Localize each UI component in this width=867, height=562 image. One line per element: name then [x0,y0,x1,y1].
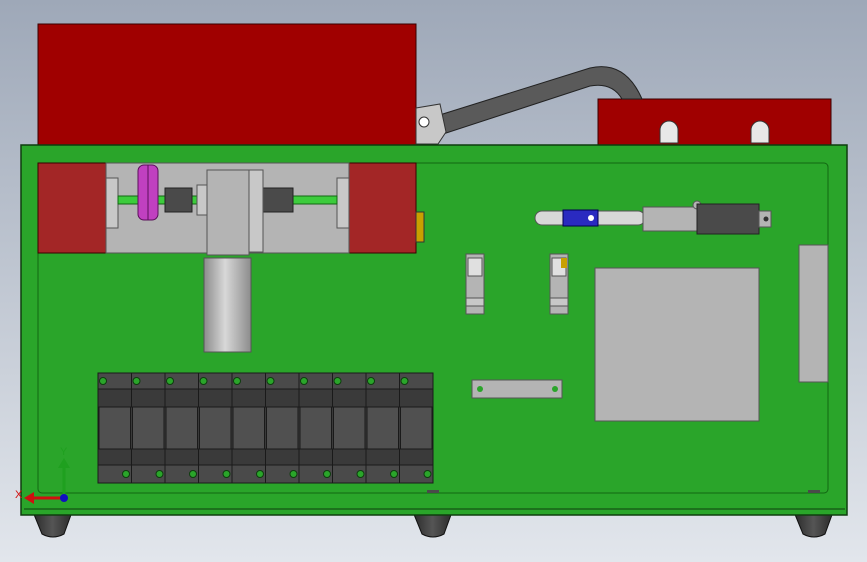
foot-middle [412,511,453,538]
terminal-module [399,372,434,484]
clamp-right [549,253,569,315]
terminal-block [97,372,434,484]
side-plate [798,244,829,383]
terminal-module [298,372,333,484]
terminal-module [164,372,199,484]
terminal-module [131,372,166,484]
coordinate-triad: Y X [15,446,70,504]
panel-slot-1 [427,490,439,493]
mounting-bracket [471,379,563,399]
shaft-assembly [37,162,425,353]
terminal-module [231,372,266,484]
clamp-left [465,253,485,315]
terminal-module [365,372,400,484]
right-top-housing [597,98,832,148]
terminal-module [265,372,300,484]
left-top-housing [37,23,417,148]
panel-slot-2 [808,490,820,493]
terminal-module [198,372,233,484]
terminal-module [332,372,367,484]
foot-left [32,511,73,538]
control-box [594,267,760,422]
terminal-module [97,372,132,484]
y-axis-label: Y [60,446,68,458]
foot-right [793,511,834,538]
linear-actuator [534,200,772,235]
x-axis-label: X [15,489,23,501]
lever-handle [415,66,643,145]
